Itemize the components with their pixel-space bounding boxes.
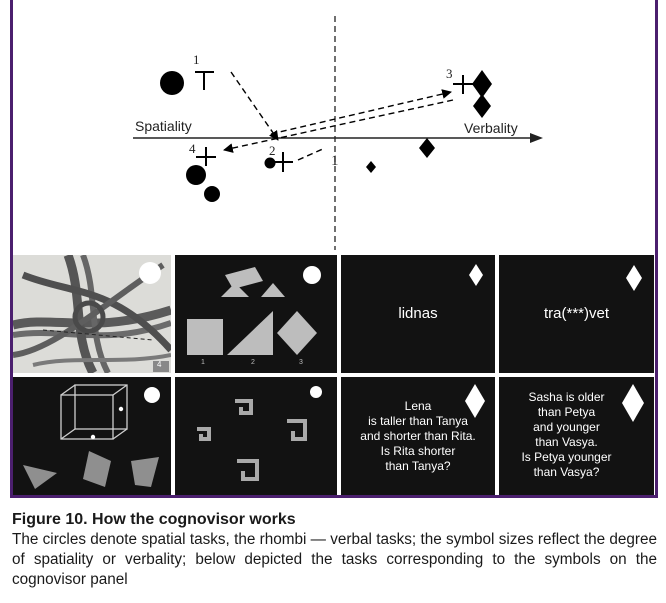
logic-2-line-6: than Vasya? bbox=[533, 465, 600, 479]
tangram-shapes bbox=[187, 266, 321, 355]
circle-small bbox=[204, 186, 220, 202]
word-1-text: lidnas bbox=[398, 305, 438, 322]
panel-word-2: tra(***)vet bbox=[499, 255, 654, 373]
marker-number-2: 2 bbox=[269, 143, 276, 158]
marker-number-1: 1 bbox=[193, 52, 200, 67]
panel-tangram: 1 2 3 bbox=[175, 255, 337, 373]
logic-1-line-1: Lena bbox=[404, 399, 432, 413]
white-circle-icon bbox=[144, 387, 160, 403]
white-circle-icon bbox=[139, 262, 161, 284]
wire-cube-shapes bbox=[23, 384, 160, 489]
figure-caption: Figure 10. How the cognovisor works The … bbox=[12, 510, 657, 590]
spatiality-label: Spatiality bbox=[135, 118, 192, 134]
logic-1-line-2: is taller than Tanya bbox=[368, 414, 468, 428]
white-rhombus-icon bbox=[469, 264, 483, 286]
crosshair-1 bbox=[195, 71, 214, 90]
corner-badge: 4 bbox=[157, 360, 162, 369]
caption-title: Figure 10. How the cognovisor works bbox=[12, 511, 296, 528]
rhombus-large-bottom bbox=[473, 94, 491, 118]
tangram-number-1: 1 bbox=[201, 359, 205, 366]
logic-2-line-5: Is Petya younger bbox=[521, 450, 612, 464]
spiral-shapes bbox=[197, 386, 322, 481]
dashed-arrow-2-to-3 bbox=[270, 89, 452, 135]
rhombus-medium bbox=[419, 138, 435, 158]
white-circle-icon bbox=[310, 386, 322, 398]
circle-medium bbox=[186, 165, 206, 185]
verbality-label: Verbality bbox=[464, 120, 518, 136]
word-2-text: tra(***)vet bbox=[543, 305, 610, 322]
rhombus-small bbox=[366, 161, 376, 173]
road-interchange-image bbox=[13, 255, 171, 373]
dashed-arrow-3-to-4 bbox=[223, 99, 454, 153]
marker-number-3: 3 bbox=[446, 66, 453, 81]
white-rhombus-icon bbox=[465, 384, 485, 418]
white-circle-icon bbox=[303, 266, 321, 284]
panel-spiral-shapes bbox=[175, 377, 337, 495]
panel-word-1: lidnas bbox=[341, 255, 495, 373]
marker-number-4: 4 bbox=[189, 141, 196, 156]
circle-large bbox=[160, 71, 184, 95]
axis-arrowhead bbox=[530, 133, 543, 143]
panel-logic-1: Lena is taller than Tanya and shorter th… bbox=[341, 377, 495, 495]
tangram-number-2: 2 bbox=[251, 359, 255, 366]
logic-1-line-3: and shorter than Rita. bbox=[360, 429, 476, 443]
panel-road-photo: 4 bbox=[13, 255, 171, 373]
panel-wire-cube bbox=[13, 377, 171, 495]
caption-body: The circles denote spatial tasks, the rh… bbox=[12, 531, 657, 588]
dashed-arrow-1-to-2 bbox=[230, 71, 279, 141]
tangram-number-3: 3 bbox=[299, 359, 303, 366]
logic-1-line-5: than Tanya? bbox=[385, 459, 451, 473]
rhombus-large-top bbox=[472, 70, 492, 98]
logic-2-line-1: Sasha is older bbox=[528, 390, 605, 404]
white-rhombus-icon bbox=[626, 265, 642, 291]
crosshair-3 bbox=[453, 75, 473, 94]
white-rhombus-icon bbox=[622, 384, 644, 422]
logic-2-line-4: than Vasya. bbox=[535, 435, 598, 449]
marker-number-origin: 1 bbox=[331, 153, 339, 169]
circle-tiny bbox=[264, 157, 276, 169]
dashed-arrow-4-to-5 bbox=[297, 147, 326, 161]
crosshair-2 bbox=[274, 152, 293, 172]
logic-1-line-4: Is Rita shorter bbox=[380, 444, 456, 458]
cognovisor-diagram: Spatiality Verbality 1 2 3 4 1 bbox=[133, 16, 543, 250]
logic-2-line-2: than Petya bbox=[537, 405, 596, 419]
crosshair-4 bbox=[196, 147, 216, 166]
logic-2-line-3: and younger bbox=[533, 420, 600, 434]
panel-logic-2: Sasha is older than Petya and younger th… bbox=[499, 377, 654, 495]
